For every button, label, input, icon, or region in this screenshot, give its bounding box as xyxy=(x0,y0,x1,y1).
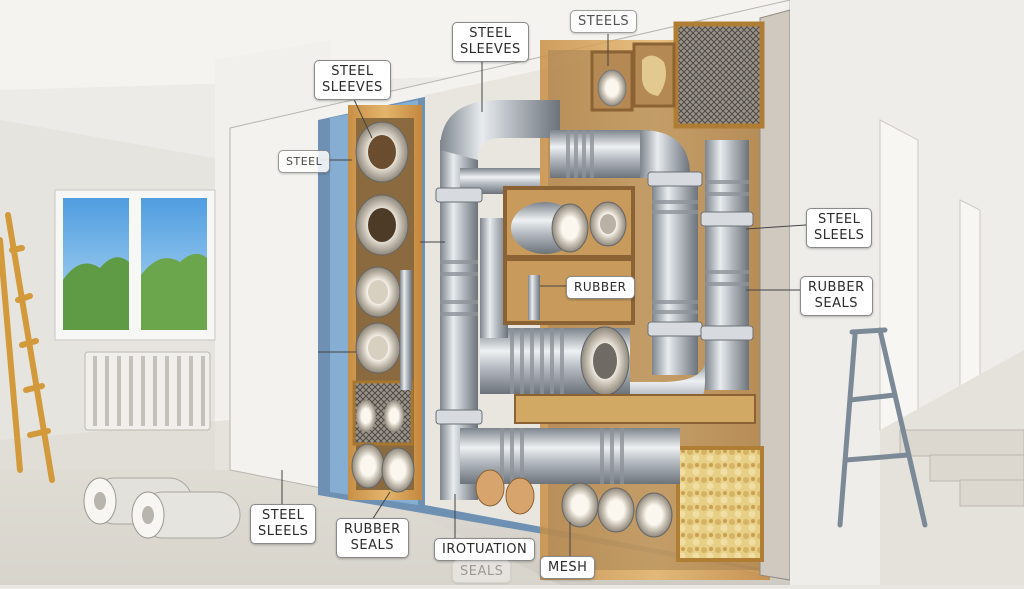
label-mesh: MESH xyxy=(540,556,596,579)
label-steel-sleeves-top: STEEL SLEEVES xyxy=(452,22,529,62)
steel-pipework xyxy=(435,100,756,538)
label-line: RUBBER xyxy=(344,522,401,537)
label-line: SLEEVES xyxy=(322,80,383,95)
hallway xyxy=(790,0,1024,585)
label-rubber-seals-bottom: RUBBER SEALS xyxy=(336,518,409,558)
left-pipe-rings xyxy=(351,121,415,493)
label-steel-sleeves-left: STEEL SLEEVES xyxy=(314,60,391,100)
label-line: SLEELS xyxy=(814,228,865,243)
label-steels-top-small: STEELS xyxy=(570,10,638,33)
label-line: STEEL xyxy=(262,508,305,523)
label-steel-sleels-right: STEEL SLEELS xyxy=(806,208,873,248)
label-line: RUBBER xyxy=(808,280,865,295)
label-line: SEALS xyxy=(814,296,858,311)
insulation-rolls xyxy=(83,477,241,539)
label-rubber-seals-right: RUBBER SEALS xyxy=(800,276,873,316)
label-line: STEEL xyxy=(818,212,861,227)
label-irotuation: IROTUATION xyxy=(434,538,536,561)
radiator xyxy=(84,351,211,431)
label-line: STEEL xyxy=(331,64,374,79)
label-line: SLEELS xyxy=(258,524,309,539)
label-line: STEEL xyxy=(469,26,512,41)
label-seals-faded: SEALS xyxy=(452,560,512,583)
ladder-left xyxy=(0,212,55,483)
label-steel-small: STEEL xyxy=(278,150,331,173)
window xyxy=(54,189,216,341)
leader-lines xyxy=(281,34,807,556)
label-line: SLEEVES xyxy=(460,42,521,57)
label-line: SEALS xyxy=(350,538,394,553)
label-steel-sleels-bottom: STEEL SLEELS xyxy=(250,504,317,544)
label-rubber-center: RUBBER xyxy=(566,276,635,299)
